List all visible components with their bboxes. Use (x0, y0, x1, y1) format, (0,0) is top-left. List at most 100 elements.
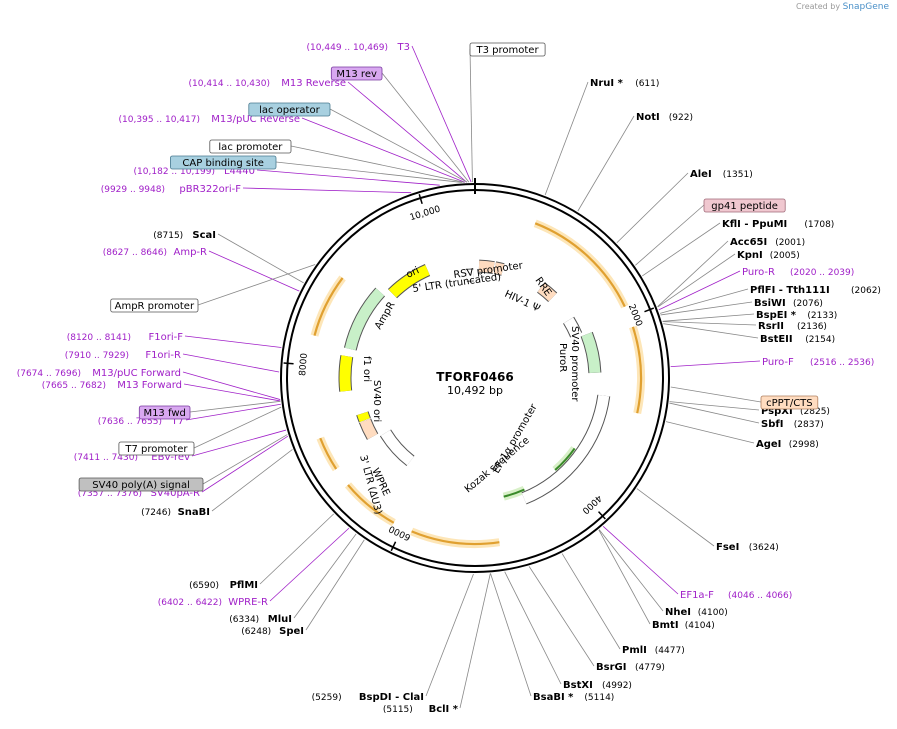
credit: Created by SnapGene (796, 2, 889, 12)
box-leader (197, 264, 316, 306)
primer-leader (269, 527, 350, 602)
feature-box-label: M13 fwd (143, 408, 185, 419)
enzyme-label: AleI (690, 169, 712, 180)
primer-label: EF1a-F (680, 590, 714, 601)
primer-label: SV40pA-R (151, 488, 200, 499)
primer-label: Amp-R (174, 247, 208, 258)
tick-label: 10,000 (409, 204, 442, 223)
feature-box (330, 66, 383, 81)
enzyme-leader (662, 313, 755, 322)
tick-label: 2000 (626, 303, 644, 328)
sv40-promoter-arrow (563, 317, 582, 338)
enzyme-label: BstEII (760, 334, 793, 345)
credit-prefix: Created by (796, 2, 841, 11)
primer-label: M13/pUC Reverse (211, 114, 300, 125)
enzyme-leader (577, 115, 635, 212)
feature-box-label: T3 promoter (476, 45, 540, 56)
primer-position: (10,182 .. 10,199) (134, 167, 215, 177)
feature-box-label: lac operator (259, 105, 320, 116)
primer-position: (10,449 .. 10,469) (307, 43, 388, 53)
label-leaders (182, 45, 762, 709)
feature-box-label: SV40 poly(A) signal (92, 480, 190, 491)
feature-box-label: AmpR promoter (115, 301, 195, 312)
tick-mark (597, 511, 606, 520)
feature-box (469, 42, 546, 57)
primer-position: (10,395 .. 10,417) (119, 115, 200, 125)
primer-leader (411, 45, 472, 183)
box-leader (381, 72, 470, 183)
enzyme-label: BsaBI * (533, 692, 574, 703)
feature-box (138, 405, 191, 420)
enzyme-leader (293, 533, 357, 619)
enzyme-label: FseI (716, 542, 739, 553)
orf-arrow (313, 277, 344, 336)
enzyme-leader (544, 81, 589, 196)
enzyme-leader (669, 402, 760, 424)
enzyme-leader (259, 513, 335, 585)
enzyme-label: BspEI * (756, 310, 797, 321)
primer-label: T3 (397, 42, 410, 53)
feature-box-label: gp41 peptide (711, 201, 778, 212)
tick-mark (418, 194, 423, 205)
enzyme-leader (616, 172, 689, 244)
feature-box-label: lac promoter (218, 142, 283, 153)
enzyme-leader (598, 529, 664, 612)
enzyme-position: (922) (669, 113, 693, 123)
orf-arrow (411, 530, 500, 546)
enzyme-leader (305, 539, 365, 631)
primer-label: T7 (171, 416, 184, 427)
enzyme-position: (2136) (797, 322, 827, 332)
enzyme-position: (6334) (229, 615, 259, 625)
enzyme-label: NheI (665, 607, 691, 618)
box-leader (189, 400, 281, 413)
primer-position: (2020 .. 2039) (790, 268, 854, 278)
enzyme-label: PmlI (622, 645, 647, 656)
box-leader (329, 108, 468, 183)
orf-arrow (347, 484, 395, 524)
enzyme-label: BclI * (429, 704, 459, 715)
primer-position: (9929 .. 9948) (101, 185, 165, 195)
enzyme-position: (4779) (635, 663, 665, 673)
enzyme-position: (2062) (851, 286, 881, 296)
primer-leader (658, 270, 741, 311)
enzyme-leader (459, 573, 491, 709)
primer-label: M13/pUC Forward (92, 368, 181, 379)
feature-label: f1 ori (361, 356, 372, 382)
primer-leader (670, 360, 761, 368)
primer-label: F1ori-F (149, 332, 184, 343)
primer-leader (184, 335, 282, 348)
primer-leader (208, 250, 300, 292)
enzyme-leader (561, 553, 621, 650)
tick-mark (283, 362, 294, 365)
enzyme-label: ScaI (192, 230, 216, 241)
box-leader (635, 204, 705, 266)
enzyme-position: (5259) (312, 693, 342, 703)
enzyme-label: MluI (268, 614, 292, 625)
primer-leader (602, 526, 679, 595)
box-leader (290, 145, 465, 183)
primer-position: (10,414 .. 10,430) (189, 79, 270, 89)
tick-mark (644, 307, 655, 313)
primer-label: WPRE-R (228, 597, 268, 608)
feature-box (703, 198, 786, 213)
enzyme-position: (5114) (584, 693, 614, 703)
enzyme-label: SpeI (279, 626, 304, 637)
enzyme-leader (663, 323, 759, 339)
enzyme-leader (662, 321, 757, 326)
enzyme-leader (636, 488, 715, 547)
enzyme-position: (3624) (749, 543, 779, 553)
primer-label: Puro-F (762, 357, 794, 368)
feature-label: ori (405, 265, 421, 280)
enzyme-label: Acc65I (730, 237, 767, 248)
enzyme-leader (659, 288, 749, 314)
site-labels: NruI *(611)NotI(922)AleI(1351)KflI - Ppu… (17, 42, 881, 715)
enzyme-leader (490, 573, 532, 697)
wpre-arrow (380, 429, 415, 466)
enzyme-position: (4992) (602, 681, 632, 691)
orf-halo (310, 275, 346, 337)
plasmid-name: TFORF0466 (436, 370, 513, 384)
enzyme-label: BsiWI (754, 298, 786, 309)
feature-box-label: CAP binding site (182, 158, 264, 169)
enzyme-position: (8715) (153, 231, 183, 241)
